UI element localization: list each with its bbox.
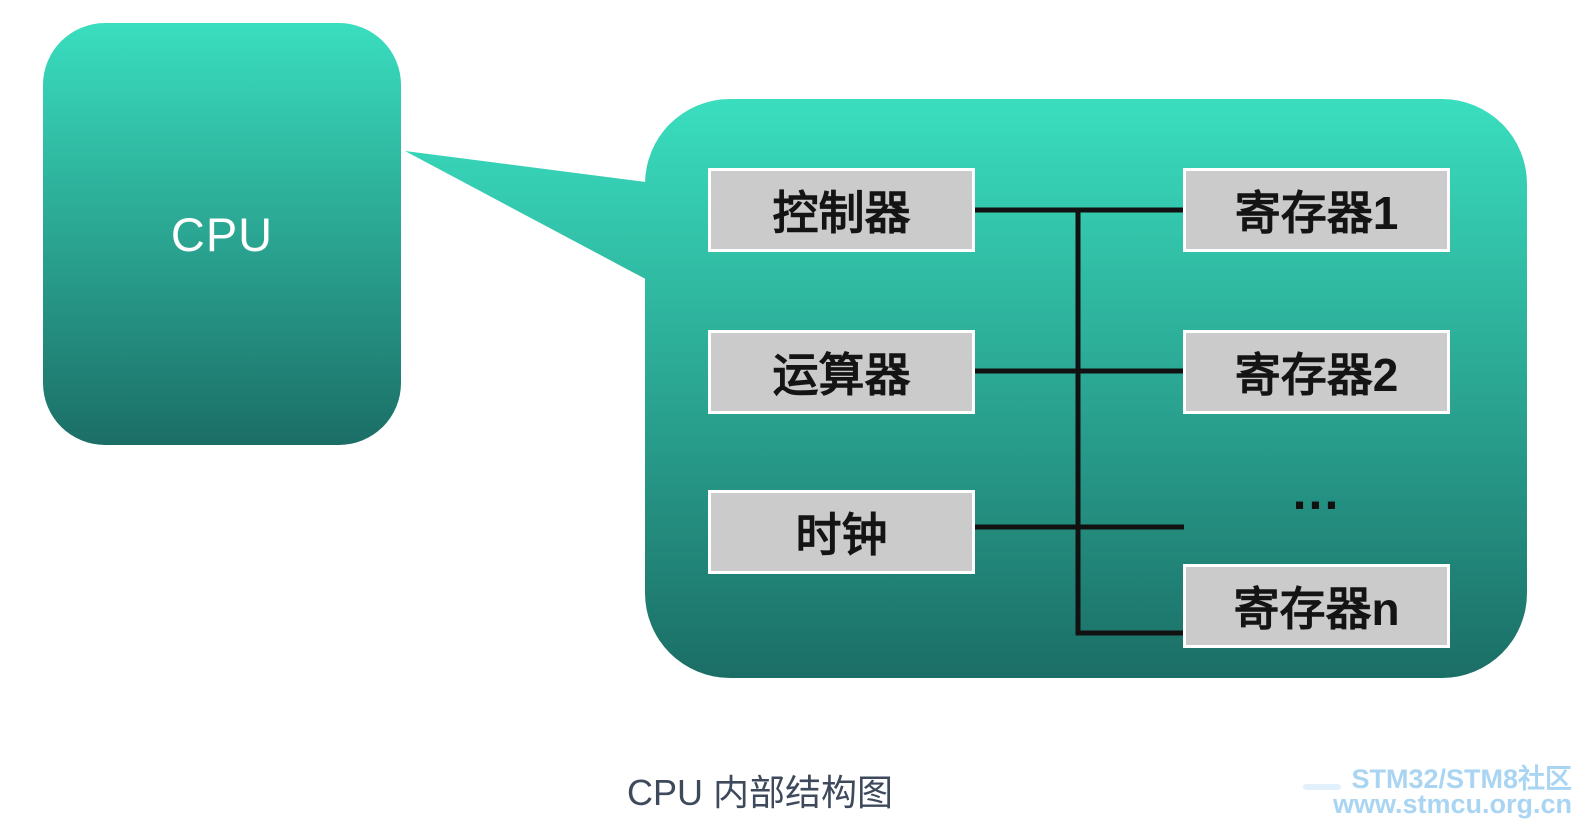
watermark-line1: STM32/STM8社区: [1351, 764, 1572, 794]
module-label-alu: 运算器: [772, 349, 911, 401]
cpu-box-label: CPU: [170, 207, 274, 261]
module-box-alu: 运算器: [708, 330, 975, 414]
watermark-dash: [1303, 784, 1341, 790]
register-label-n: 寄存器n: [1233, 583, 1400, 635]
cpu-box-shape: [43, 23, 401, 445]
register-box-n: 寄存器n: [1183, 564, 1450, 648]
module-label-controller: 控制器: [772, 187, 911, 239]
module-box-controller: 控制器: [708, 168, 975, 252]
diagram-caption: CPU 内部结构图: [626, 772, 893, 813]
watermark: STM32/STM8社区 www.stmcu.org.cn: [1172, 764, 1572, 819]
module-label-clock: 时钟: [795, 509, 888, 561]
module-box-clock: 时钟: [708, 490, 975, 574]
register-box-1: 寄存器1: [1183, 168, 1450, 252]
watermark-line2: www.stmcu.org.cn: [1332, 789, 1572, 819]
register-box-2: 寄存器2: [1183, 330, 1450, 414]
callout-triangle-shape: [405, 151, 700, 308]
registers-ellipsis: ...: [1292, 464, 1341, 520]
register-label-1: 寄存器1: [1234, 187, 1399, 239]
register-label-2: 寄存器2: [1234, 349, 1399, 401]
